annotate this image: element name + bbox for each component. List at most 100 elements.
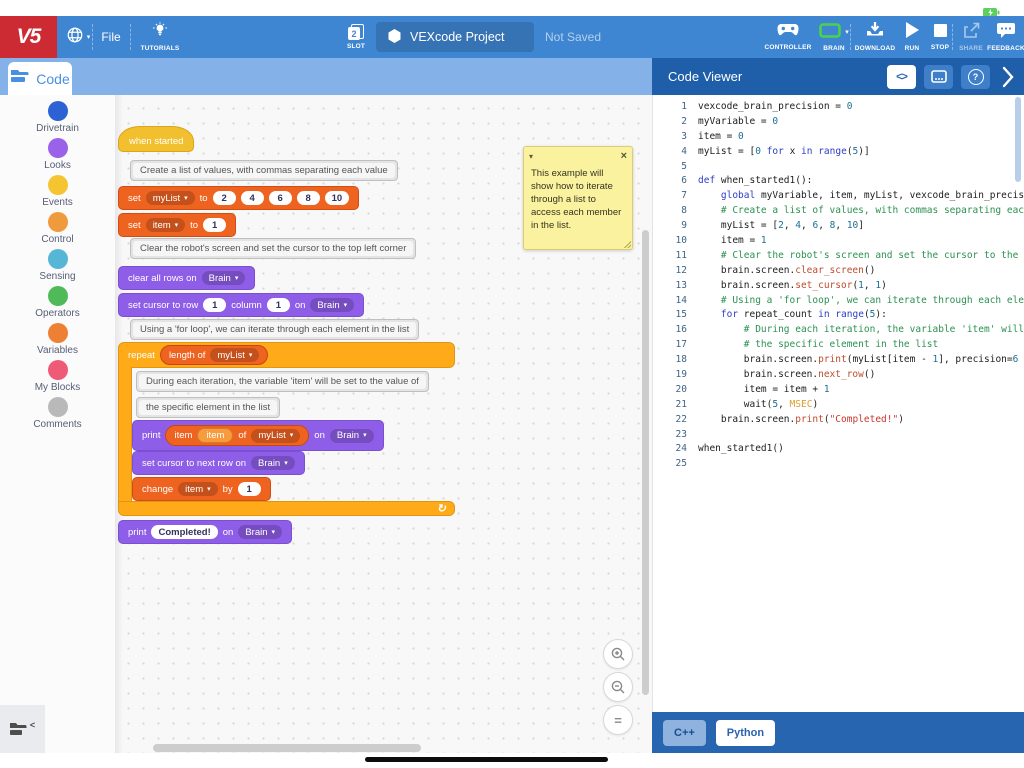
help-button[interactable]: ? — [961, 64, 990, 89]
repeat-block-wall[interactable] — [118, 367, 132, 501]
code-line: 12 brain.screen.clear_screen() — [653, 263, 1024, 278]
resize-handle[interactable] — [624, 241, 631, 248]
palette-item-my-blocks[interactable]: My Blocks — [0, 358, 115, 395]
category-dot[interactable] — [47, 138, 68, 158]
run-button[interactable]: RUN — [897, 16, 927, 58]
slot-button[interactable]: 2 SLOT — [338, 16, 374, 58]
value-oval[interactable]: 1 — [203, 298, 227, 312]
collapse-palette-button[interactable]: < — [0, 705, 45, 753]
comment-clear-screen[interactable]: Clear the robot's screen and set the cur… — [130, 238, 417, 259]
share-button[interactable]: SHARE — [954, 16, 988, 58]
category-dot[interactable] — [47, 101, 68, 121]
close-icon[interactable]: × — [620, 150, 627, 162]
palette-item-comments[interactable]: Comments — [0, 395, 115, 432]
value-oval[interactable]: Completed! — [151, 525, 218, 539]
comment-for-loop[interactable]: Using a 'for loop', we can iterate throu… — [130, 319, 420, 340]
project-name-box[interactable]: VEXcode Project — [376, 22, 534, 52]
repeat-block-bottom[interactable]: ↻ — [118, 501, 455, 516]
code-text: brain.screen.print("Completed!") — [698, 413, 904, 425]
value-oval[interactable]: 4 — [240, 191, 264, 205]
dropdown-item[interactable]: item▾ — [178, 482, 218, 496]
when-started-hat[interactable]: when started — [118, 126, 195, 152]
zoom-out-button[interactable] — [603, 672, 633, 702]
file-menu[interactable]: File — [94, 16, 128, 58]
download-button[interactable]: DOWNLOAD — [854, 16, 896, 58]
palette-item-sensing[interactable]: Sensing — [0, 247, 115, 284]
run-icon — [905, 22, 919, 43]
block-label: when started — [129, 136, 184, 147]
category-dot[interactable] — [47, 323, 68, 343]
zoom-in-button[interactable] — [603, 639, 633, 669]
python-language-button[interactable]: Python — [715, 719, 776, 746]
code-line: 21 wait(5, MSEC) — [653, 397, 1024, 412]
dropdown-item[interactable]: item▾ — [145, 218, 186, 232]
canvas-vertical-scrollbar[interactable] — [642, 230, 649, 695]
category-dot[interactable] — [47, 249, 68, 269]
line-number: 15 — [675, 309, 687, 321]
code-viewer-scrollbar[interactable] — [1015, 97, 1021, 182]
controller-button[interactable]: CONTROLLER — [764, 16, 811, 58]
tab-code[interactable]: Code — [8, 62, 72, 95]
dropdown-brain[interactable]: Brain▾ — [201, 271, 246, 285]
dropdown-brain[interactable]: Brain▾ — [238, 525, 283, 539]
dropdown-mylist[interactable]: myList▾ — [251, 428, 301, 443]
palette-item-variables[interactable]: Variables — [0, 321, 115, 358]
code-line: 25 — [653, 456, 1024, 471]
sticky-note-comment[interactable]: ▾ × This example will show how to iterat… — [523, 146, 633, 250]
feedback-button[interactable]: FEEDBACK — [987, 16, 1024, 58]
collapse-caret-icon[interactable]: ▾ — [529, 152, 534, 161]
value-oval[interactable]: 1 — [237, 482, 261, 496]
category-dot[interactable] — [47, 360, 68, 380]
category-dot[interactable] — [47, 175, 68, 195]
canvas-horizontal-scrollbar[interactable] — [153, 744, 421, 752]
palette-item-control[interactable]: Control — [0, 210, 115, 247]
chevron-down-icon: ▾ — [207, 485, 211, 493]
collapse-panel-chevron[interactable] — [1002, 66, 1014, 88]
zoom-reset-button[interactable]: = — [603, 705, 633, 735]
value-oval[interactable]: 1 — [203, 218, 227, 232]
palette-item-looks[interactable]: Looks — [0, 136, 115, 173]
block-canvas[interactable]: ▾ × This example will show how to iterat… — [115, 95, 652, 753]
palette-item-operators[interactable]: Operators — [0, 284, 115, 321]
code-toggle-button[interactable]: <> — [887, 64, 916, 89]
dropdown-mylist[interactable]: myList▾ — [210, 348, 260, 362]
tutorials-button[interactable]: TUTORIALS — [134, 16, 186, 58]
value-oval[interactable]: item — [197, 428, 234, 443]
dropdown-brain[interactable]: Brain▾ — [310, 298, 355, 312]
value-oval[interactable]: 8 — [296, 191, 320, 205]
category-dot[interactable] — [47, 397, 68, 417]
category-dot[interactable] — [47, 286, 68, 306]
comment-create-list[interactable]: Create a list of values, with commas sep… — [130, 160, 398, 181]
dropdown-mylist[interactable]: myList▾ — [145, 191, 195, 205]
comment-during-iteration[interactable]: During each iteration, the variable 'ite… — [136, 371, 429, 392]
palette-item-events[interactable]: Events — [0, 173, 115, 210]
brain-preview-button[interactable] — [924, 64, 953, 89]
language-menu[interactable]: ▾ — [60, 16, 96, 58]
brain-button[interactable]: ▾ BRAIN — [812, 16, 856, 58]
stop-button[interactable]: STOP — [925, 16, 955, 58]
comment-specific-element[interactable]: the specific element in the list — [136, 397, 281, 418]
value-oval[interactable]: 2 — [212, 191, 236, 205]
dropdown-brain[interactable]: Brain▾ — [329, 428, 374, 443]
dropdown-brain[interactable]: Brain▾ — [251, 456, 295, 470]
cpp-language-button[interactable]: C++ — [663, 719, 706, 746]
comment-text: Clear the robot's screen and set the cur… — [133, 241, 414, 256]
value-oval[interactable]: 1 — [266, 298, 290, 312]
palette-item-drivetrain[interactable]: Drivetrain — [0, 99, 115, 136]
category-dot[interactable] — [47, 212, 68, 232]
value-oval[interactable]: 10 — [324, 191, 350, 205]
value-oval[interactable]: 6 — [268, 191, 292, 205]
